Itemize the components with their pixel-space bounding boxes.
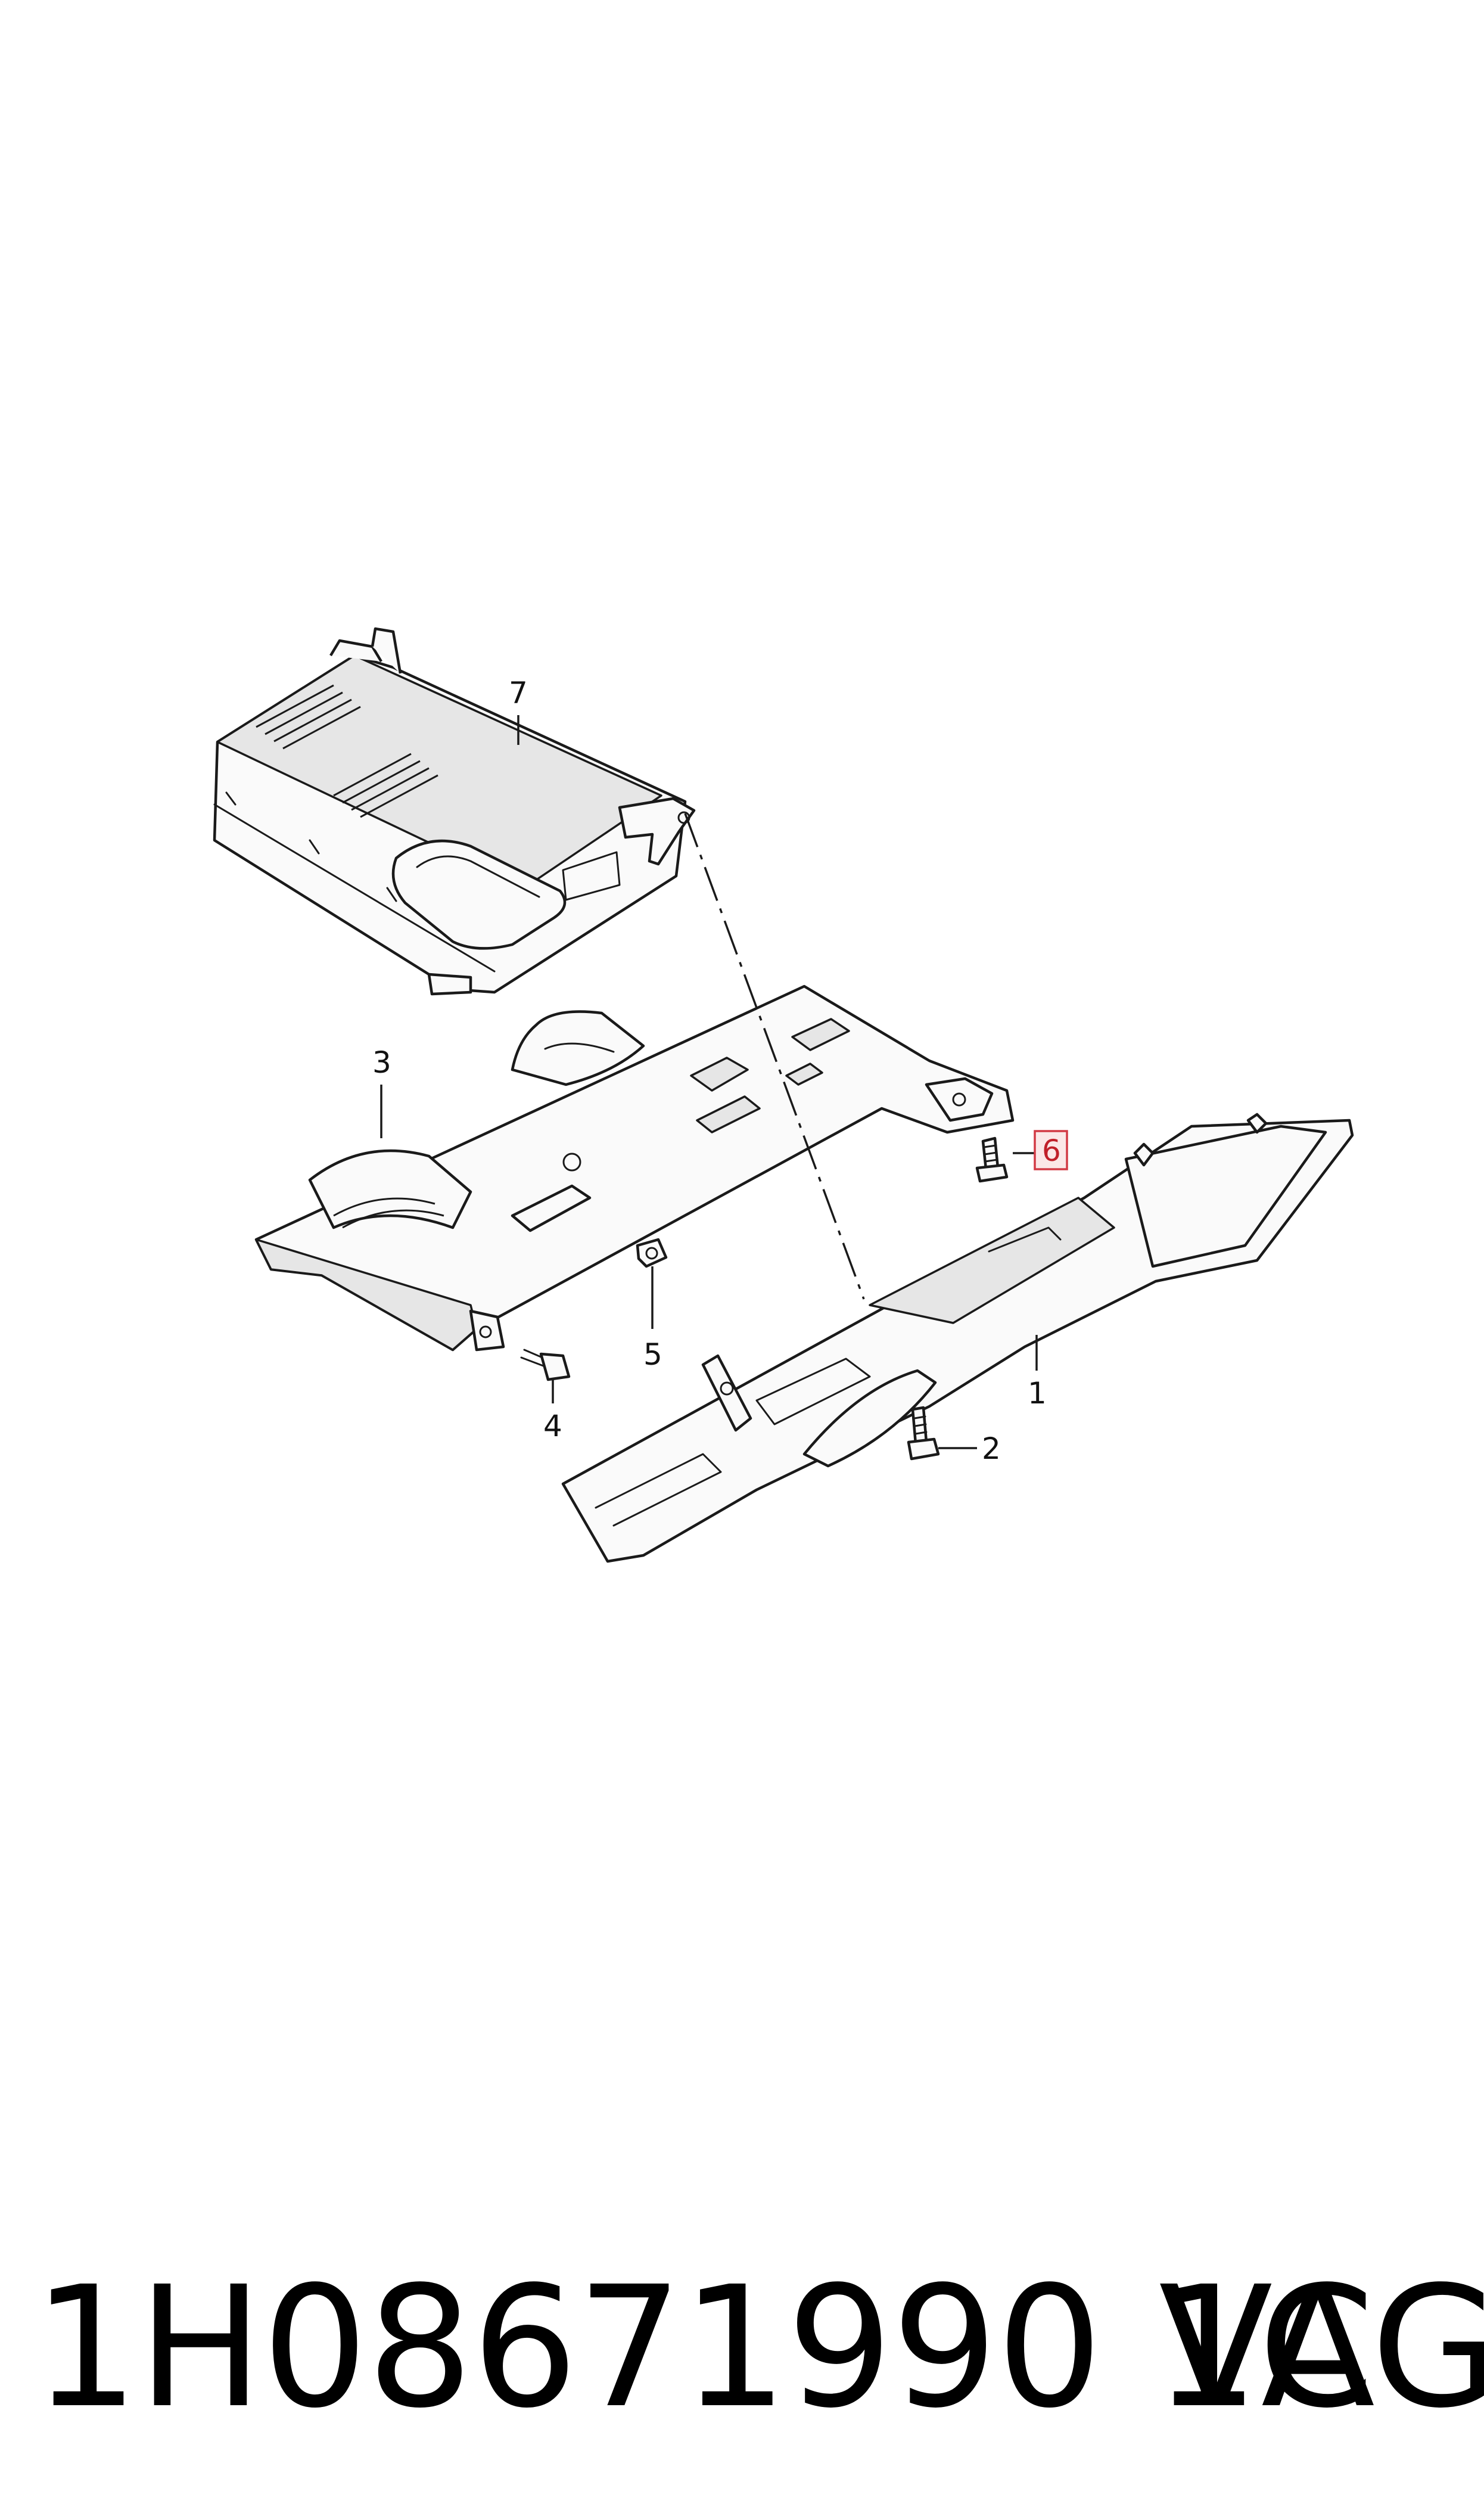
callout-6[interactable]: 6 <box>1042 1133 1061 1168</box>
callout-1[interactable]: 1 <box>1028 1376 1047 1411</box>
callout-6-highlight <box>1034 1130 1068 1170</box>
callout-4[interactable]: 4 <box>543 1409 562 1443</box>
footer-part-number: 1H08671990 1C <box>33 2251 1375 2445</box>
part-2-screw <box>907 1406 940 1461</box>
callout-7[interactable]: 7 <box>509 676 528 710</box>
assembly-centerline <box>684 813 865 1300</box>
part-3-carrier-frame <box>254 984 1015 1352</box>
callout-3[interactable]: 3 <box>372 1045 391 1080</box>
part-5-nut <box>636 1238 668 1268</box>
part-1-lower-trim <box>561 1113 1354 1563</box>
part-7-storage-box <box>213 627 696 996</box>
part-4-bolt <box>520 1349 571 1381</box>
vent-slots <box>256 684 438 818</box>
callouts: 7 3 6 5 4 1 2 <box>372 676 1068 1466</box>
footer-brand: VAG <box>1159 2251 1484 2445</box>
callout-2[interactable]: 2 <box>982 1431 1001 1466</box>
callout-5[interactable]: 5 <box>643 1337 662 1372</box>
part-6-clip <box>975 1136 1009 1183</box>
